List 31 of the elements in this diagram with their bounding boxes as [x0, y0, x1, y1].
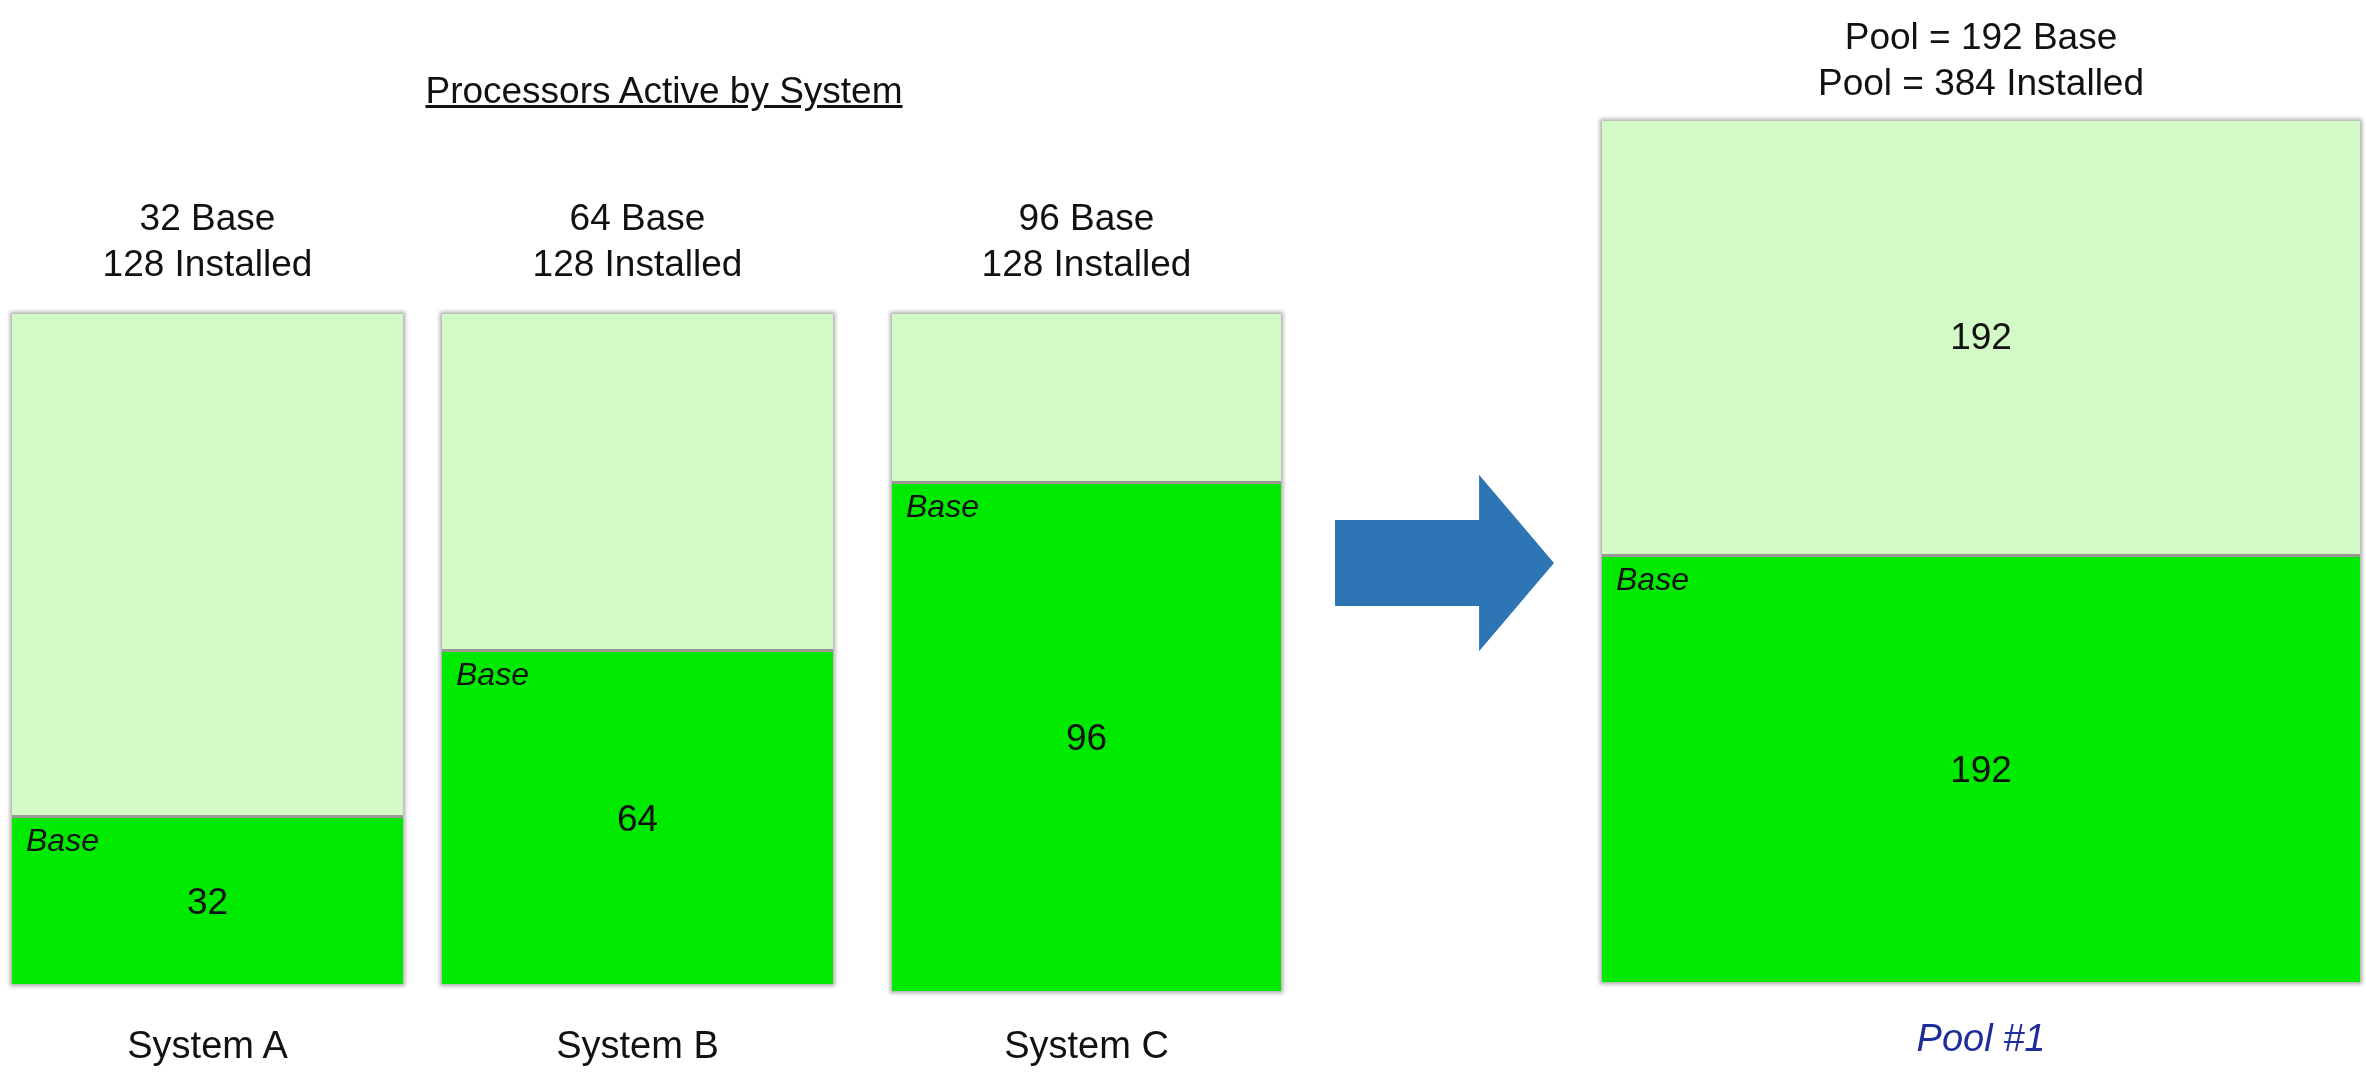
processor-count: 64: [615, 797, 660, 840]
system-name: System C: [1003, 1024, 1170, 1067]
system-name: System B: [555, 1024, 720, 1067]
capacity-label: 128 Installed: [531, 242, 744, 286]
processor-count: 96: [1064, 717, 1109, 759]
capacity-label: 128 Installed: [980, 242, 1193, 286]
capacity-label: 128 Installed: [101, 242, 314, 286]
capacity-label: 32 Base: [138, 196, 277, 240]
installed-band: [892, 314, 1281, 481]
processor-count: 192: [1949, 315, 2013, 358]
capacity-label: Pool = 384 Installed: [1816, 61, 2145, 105]
base-band: [442, 649, 833, 984]
base-band: [12, 815, 403, 984]
capacity-label: Pool = 192 Base: [1843, 15, 2119, 59]
base-label: Base: [456, 656, 529, 693]
processor-count: 192: [1949, 749, 2013, 791]
installed-band: [1602, 121, 2360, 554]
base-label: Base: [26, 822, 99, 859]
base-label: Base: [1616, 561, 1689, 598]
diagram-title: Processors Active by System: [424, 70, 904, 112]
base-band: [892, 481, 1281, 991]
base-band: [1602, 554, 2360, 982]
system-name: System A: [126, 1024, 289, 1067]
capacity-label: 96 Base: [1017, 196, 1156, 240]
processor-count: 32: [185, 880, 230, 923]
block-arrow: [1335, 474, 1554, 652]
installed-band: [12, 314, 403, 815]
system-name: Pool #1: [1915, 1017, 2047, 1060]
base-label: Base: [906, 488, 979, 525]
capacity-label: 64 Base: [568, 196, 707, 240]
installed-band: [442, 314, 833, 649]
